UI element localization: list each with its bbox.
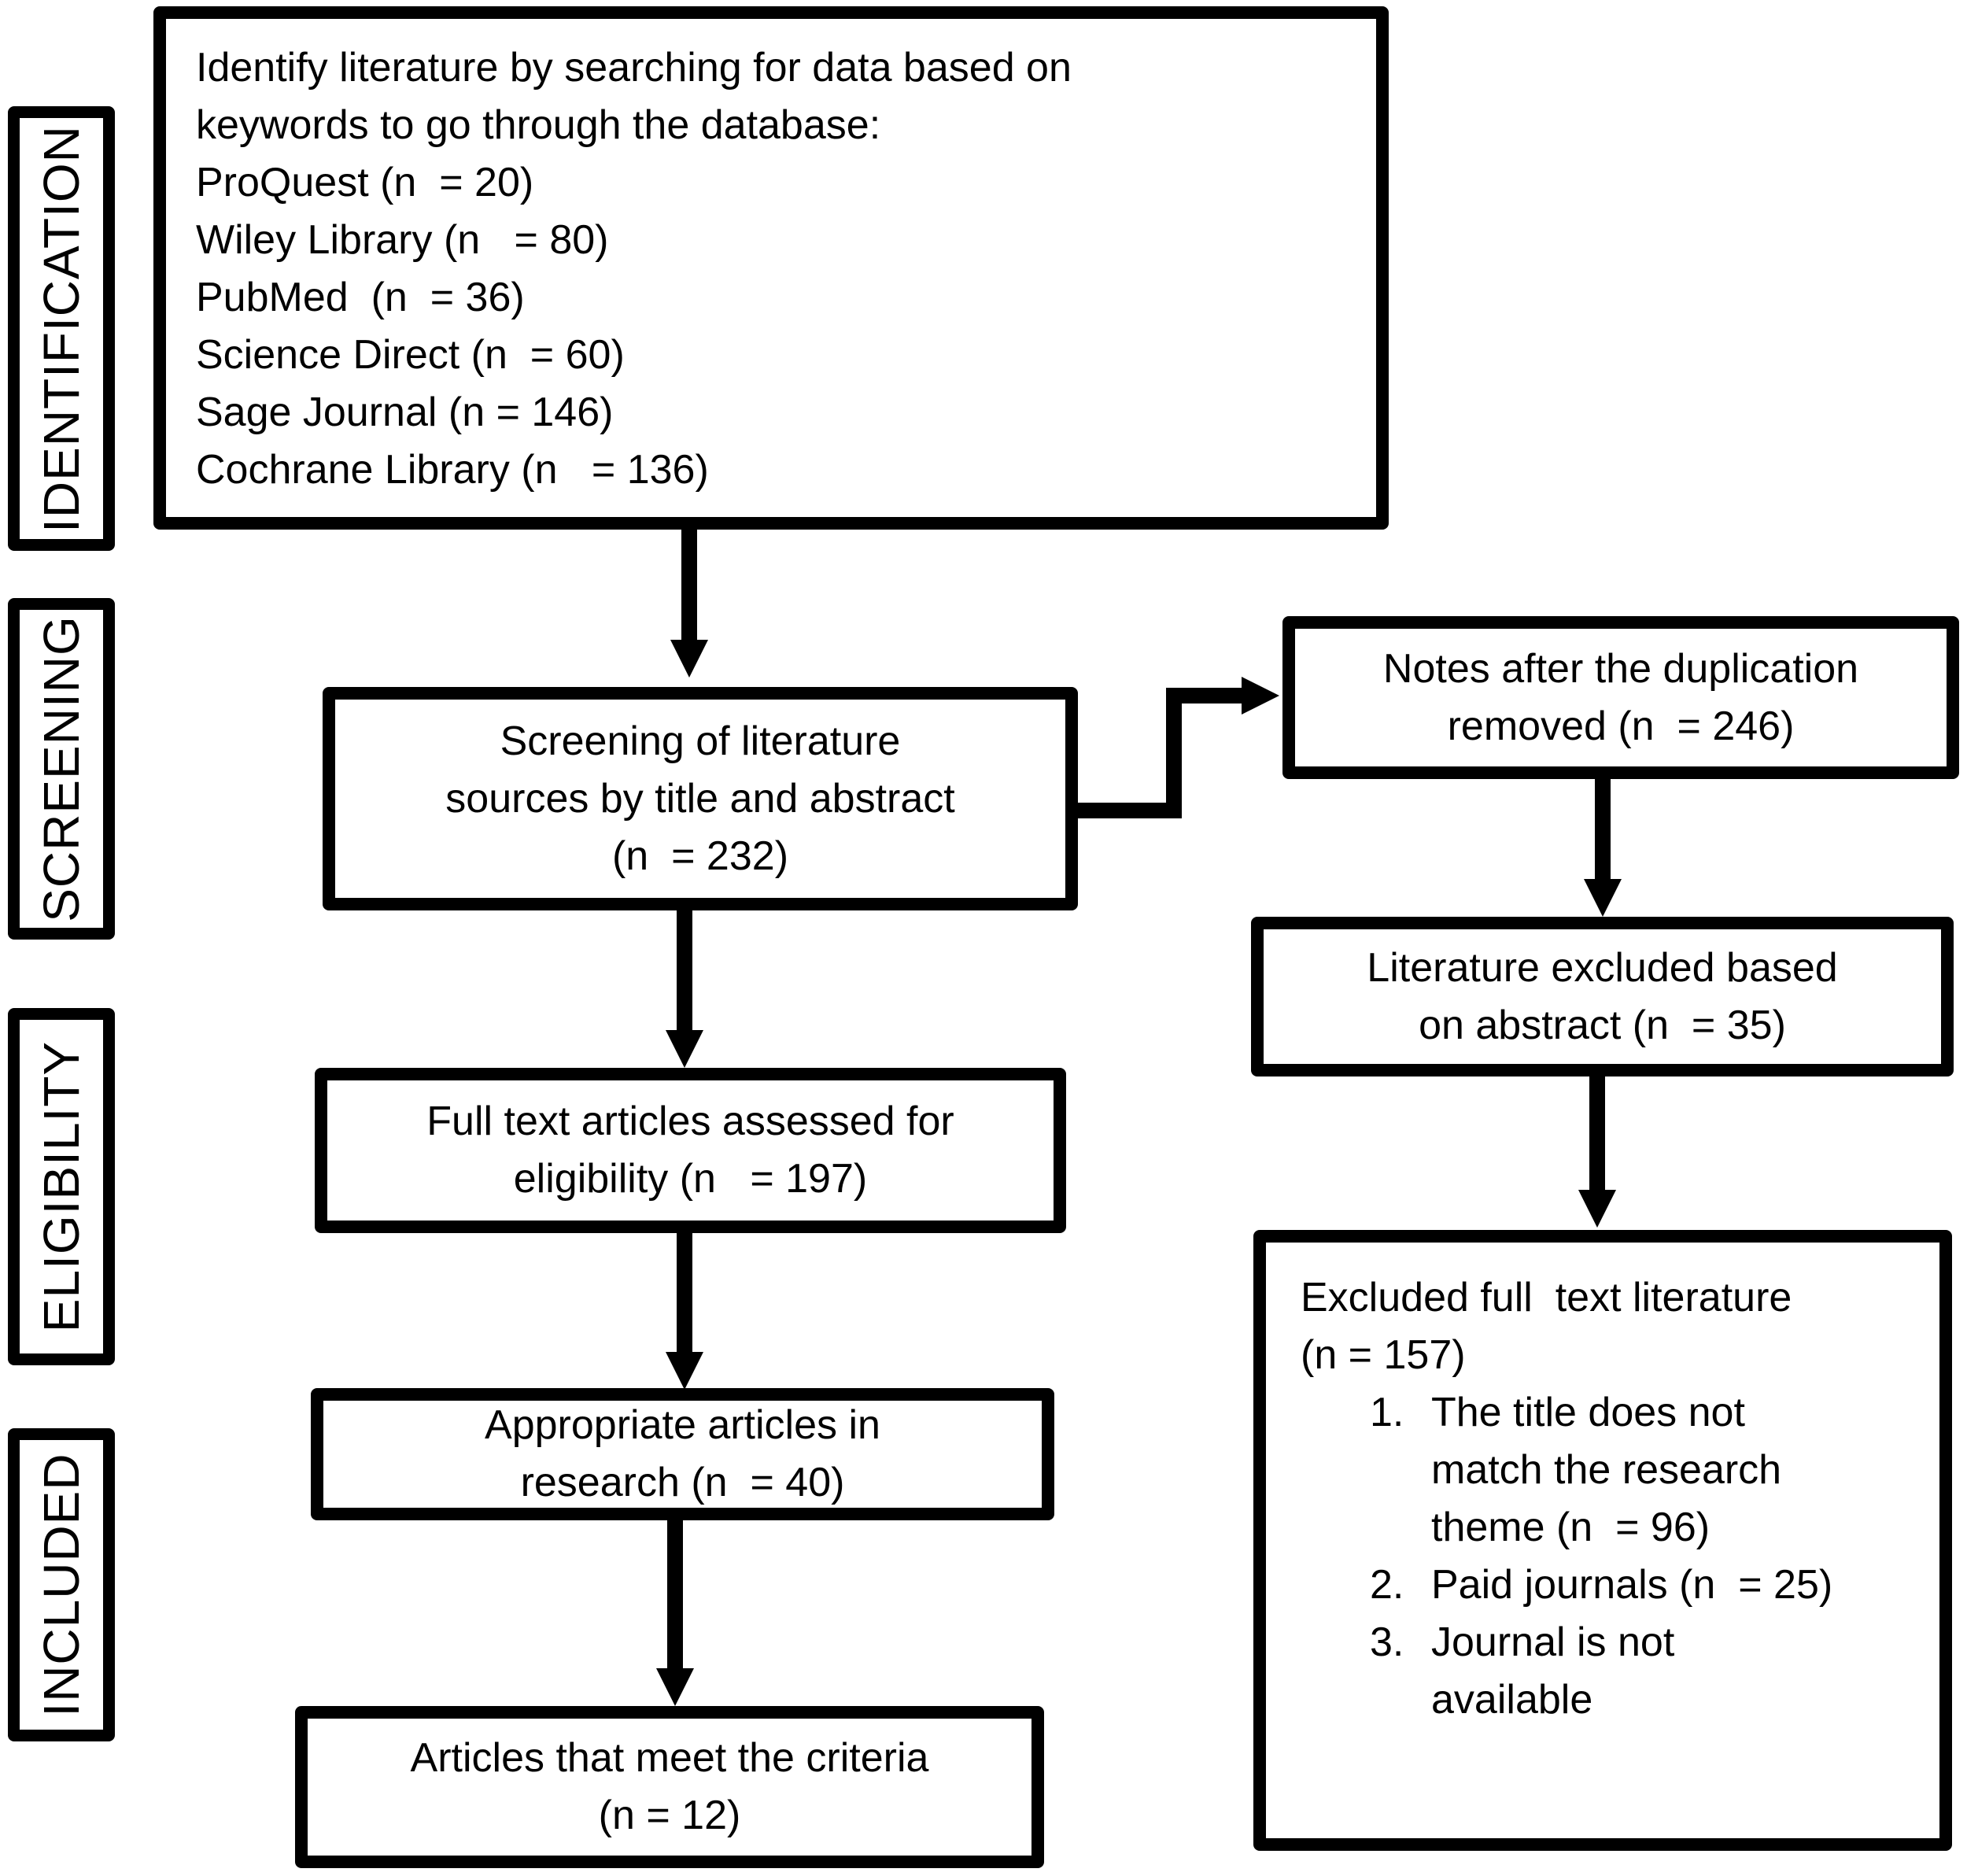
list-item: 1. The title does not match the research… <box>1370 1384 1924 1557</box>
abstract-excluded-line: on abstract (n = 35) <box>1419 1002 1786 1048</box>
connector-segment <box>1078 803 1182 818</box>
stage-identification-label: IDENTIFICATION <box>33 124 90 533</box>
box-appropriate-articles: Appropriate articles in research (n = 40… <box>311 1388 1054 1520</box>
appropriate-line: Appropriate articles in <box>485 1402 880 1448</box>
fulltext-line: Full text articles assessed for <box>426 1099 954 1144</box>
stage-included: INCLUDED <box>8 1428 115 1741</box>
stage-eligibility-label: ELIGIBILITY <box>33 1040 90 1333</box>
arrowhead-down-icon <box>1584 879 1622 917</box>
arrowhead-down-icon <box>1578 1190 1616 1228</box>
identify-line: Sage Journal (n = 146) <box>196 390 614 435</box>
identify-line: keywords to go through the database: <box>196 102 881 148</box>
identify-line: Wiley Library (n = 80) <box>196 217 609 263</box>
appropriate-line: research (n = 40) <box>520 1460 845 1505</box>
screening-line: Screening of literature <box>500 718 901 764</box>
screening-line: (n = 232) <box>611 833 789 879</box>
arrowhead-down-icon <box>666 1352 703 1390</box>
identify-line: Identify literature by searching for dat… <box>196 45 1072 90</box>
arrow-stem <box>677 910 692 1030</box>
connector-segment <box>1166 688 1182 818</box>
notes-line: Notes after the duplication <box>1382 645 1859 692</box>
list-item-number: 2. <box>1370 1562 1404 1608</box>
box-identification-sources: Identify literature by searching for dat… <box>153 6 1389 530</box>
stage-eligibility: ELIGIBILITY <box>8 1008 115 1365</box>
stage-identification: IDENTIFICATION <box>8 106 115 551</box>
abstract-excluded-line: Literature excluded based <box>1367 944 1838 991</box>
fulltext-excluded-reason-list: 1. The title does not match the research… <box>1370 1384 1924 1729</box>
arrowhead-right-icon <box>1242 677 1279 715</box>
box-abstract-excluded: Literature excluded based on abstract (n… <box>1251 917 1954 1076</box>
box-full-text-assessed: Full text articles assessed for eligibil… <box>315 1068 1066 1233</box>
fulltext-excluded-title: Excluded full text literature <box>1301 1275 1792 1320</box>
fulltext-excluded-count: (n = 157) <box>1301 1332 1466 1378</box>
arrowhead-down-icon <box>670 640 708 678</box>
list-item: 2. Paid journals (n = 25) <box>1370 1557 1924 1614</box>
list-item-number: 1. <box>1370 1390 1404 1435</box>
screening-line: sources by title and abstract <box>445 775 955 822</box>
stage-screening: SCREENING <box>8 598 115 940</box>
arrow-stem <box>681 530 697 640</box>
arrow-stem <box>1595 777 1611 879</box>
list-item-text: The title does not match the research th… <box>1431 1390 1782 1550</box>
arrowhead-down-icon <box>666 1030 703 1068</box>
arrow-stem <box>1589 1076 1605 1190</box>
box-fulltext-excluded: Excluded full text literature (n = 157) … <box>1253 1230 1952 1851</box>
arrow-stem <box>677 1233 692 1352</box>
list-item-number: 3. <box>1370 1619 1404 1665</box>
criteria-line: (n = 12) <box>598 1793 741 1838</box>
identify-line: Science Direct (n = 60) <box>196 332 625 378</box>
fulltext-line: eligibility (n = 197) <box>513 1156 868 1202</box>
identify-line: Cochrane Library (n = 136) <box>196 447 709 493</box>
box-duplicates-removed: Notes after the duplication removed (n =… <box>1282 616 1959 779</box>
box-criteria-articles: Articles that meet the criteria (n = 12) <box>295 1706 1044 1868</box>
stage-screening-label: SCREENING <box>33 615 90 922</box>
identify-line: ProQuest (n = 20) <box>196 160 534 205</box>
arrow-stem <box>667 1520 683 1668</box>
list-item-text: Journal is not available <box>1431 1619 1675 1723</box>
arrowhead-down-icon <box>656 1668 694 1706</box>
connector-segment <box>1166 688 1242 704</box>
stage-included-label: INCLUDED <box>33 1453 90 1717</box>
list-item-text: Paid journals (n = 25) <box>1431 1562 1833 1608</box>
identify-line: PubMed (n = 36) <box>196 275 525 320</box>
criteria-line: Articles that meet the criteria <box>410 1735 929 1781</box>
box-screening: Screening of literature sources by title… <box>323 687 1078 910</box>
list-item: 3. Journal is not available <box>1370 1614 1924 1729</box>
notes-line: removed (n = 246) <box>1447 703 1795 749</box>
